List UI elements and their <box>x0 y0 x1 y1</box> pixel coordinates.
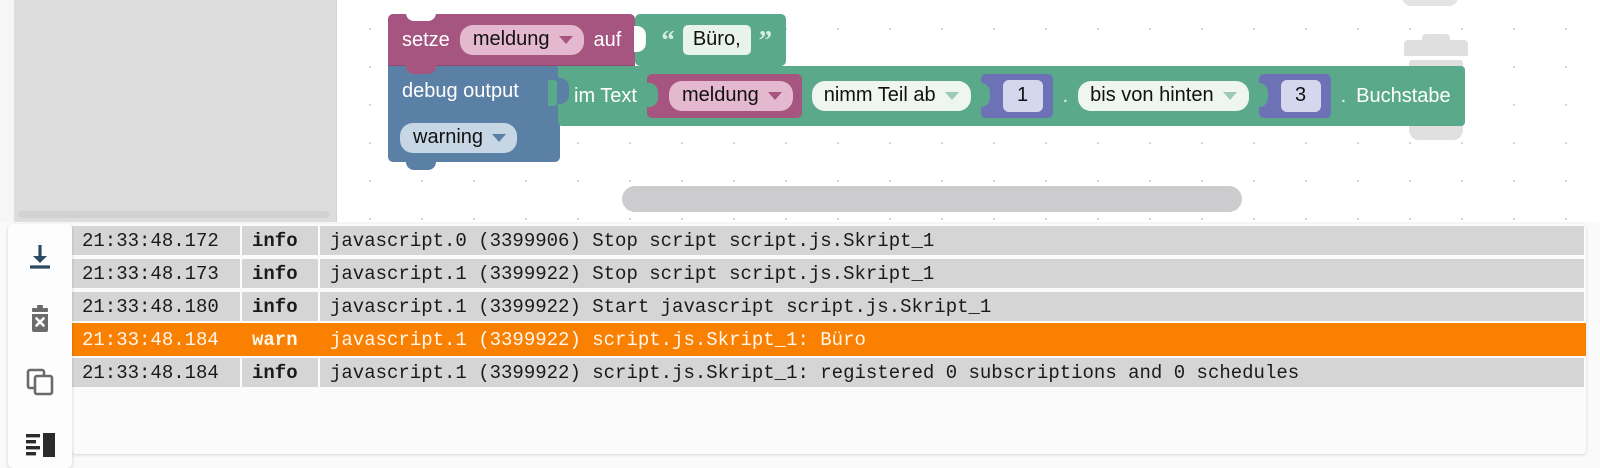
left-plug <box>975 83 990 107</box>
log-severity: info <box>242 358 318 387</box>
log-timestamp: 21:33:48.180 <box>72 292 240 321</box>
severity-dropdown[interactable]: warning <box>400 123 518 153</box>
set-variable-body[interactable]: setze meldung auf <box>388 13 636 73</box>
flyout-scrollbar[interactable] <box>18 211 330 218</box>
trash-lid <box>1404 34 1468 56</box>
log-timestamp: 21:33:48.172 <box>72 226 240 255</box>
delete-icon[interactable] <box>20 300 60 340</box>
log-severity: info <box>242 259 318 288</box>
workspace-vertical-scrollbar[interactable] <box>1402 0 1458 6</box>
left-plug <box>634 26 647 52</box>
variable-dropdown-value: meldung <box>472 28 550 50</box>
variable-dropdown[interactable]: meldung <box>459 25 584 55</box>
log-severity: info <box>242 292 318 321</box>
set-variable-block[interactable]: setze meldung auf “ Büro, ” <box>388 13 787 73</box>
bottom-notch <box>406 161 436 170</box>
log-severity: info <box>242 226 318 255</box>
left-plug <box>1253 83 1268 107</box>
number-block-from[interactable]: 1 <box>975 74 1053 118</box>
debug-output-block[interactable]: debug output warning <box>388 66 561 170</box>
number-input-to[interactable]: 3 <box>1280 80 1321 112</box>
substring-mode-dropdown[interactable]: nimm Teil ab <box>811 81 971 111</box>
blockly-workspace[interactable]: setze meldung auf “ Büro, ” <box>0 0 1600 222</box>
chevron-down-icon <box>558 35 573 44</box>
chevron-down-icon <box>767 91 782 100</box>
number-input-from[interactable]: 1 <box>1002 80 1043 112</box>
chevron-down-icon <box>944 91 959 100</box>
left-plug <box>645 83 658 107</box>
substring-to-mode-dropdown[interactable]: bis von hinten <box>1078 81 1249 111</box>
log-timestamp: 21:33:48.184 <box>72 325 240 354</box>
chevron-down-icon <box>1222 91 1237 100</box>
variable-dropdown[interactable]: meldung <box>668 81 793 111</box>
log-message: javascript.1 (3399922) script.js.Skript_… <box>320 358 1584 387</box>
separator-dot-2: . <box>1340 84 1347 107</box>
variable-dropdown-value: meldung <box>681 84 759 106</box>
layout-icon[interactable] <box>20 424 60 464</box>
im-text-label: im Text <box>574 84 637 107</box>
log-severity: warn <box>242 325 318 354</box>
set-keyword-label: setze <box>402 28 450 51</box>
log-message: javascript.1 (3399922) Start javascript … <box>320 292 1584 321</box>
block-stack[interactable]: setze meldung auf “ Büro, ” <box>388 13 1465 170</box>
copy-icon[interactable] <box>20 362 60 402</box>
text-literal-input[interactable]: Büro, <box>682 25 751 55</box>
severity-dropdown-value: warning <box>413 126 484 148</box>
left-plug <box>557 78 569 104</box>
text-literal-block[interactable]: “ Büro, ” <box>634 14 787 66</box>
log-message: javascript.1 (3399922) Stop script scrip… <box>320 259 1584 288</box>
log-timestamp: 21:33:48.173 <box>72 259 240 288</box>
log-message: javascript.1 (3399922) script.js.Skript_… <box>320 325 1584 354</box>
chevron-down-icon <box>492 133 507 142</box>
buchstabe-label: Buchstabe <box>1356 84 1451 107</box>
substring-to-mode-value: bis von hinten <box>1090 84 1214 106</box>
text-substring-block[interactable]: im Text meldung nimm Teil ab 1 . <box>557 66 1465 126</box>
log-toolbar <box>8 224 72 468</box>
download-icon[interactable] <box>20 238 60 278</box>
close-quote-icon: ” <box>758 24 773 55</box>
workspace-horizontal-scrollbar[interactable] <box>622 186 1242 212</box>
debug-output-label: debug output <box>402 80 519 102</box>
log-message: javascript.0 (3399906) Stop script scrip… <box>320 226 1584 255</box>
open-quote-icon: “ <box>661 24 675 55</box>
number-block-to[interactable]: 3 <box>1253 74 1331 118</box>
variable-getter-block[interactable]: meldung <box>645 74 802 118</box>
separator-dot-1: . <box>1062 84 1069 107</box>
set-to-label: auf <box>593 28 622 51</box>
top-notch <box>406 66 436 74</box>
toolbox-flyout[interactable] <box>0 0 337 222</box>
substring-mode-value: nimm Teil ab <box>823 84 936 106</box>
log-timestamp: 21:33:48.184 <box>72 358 240 387</box>
